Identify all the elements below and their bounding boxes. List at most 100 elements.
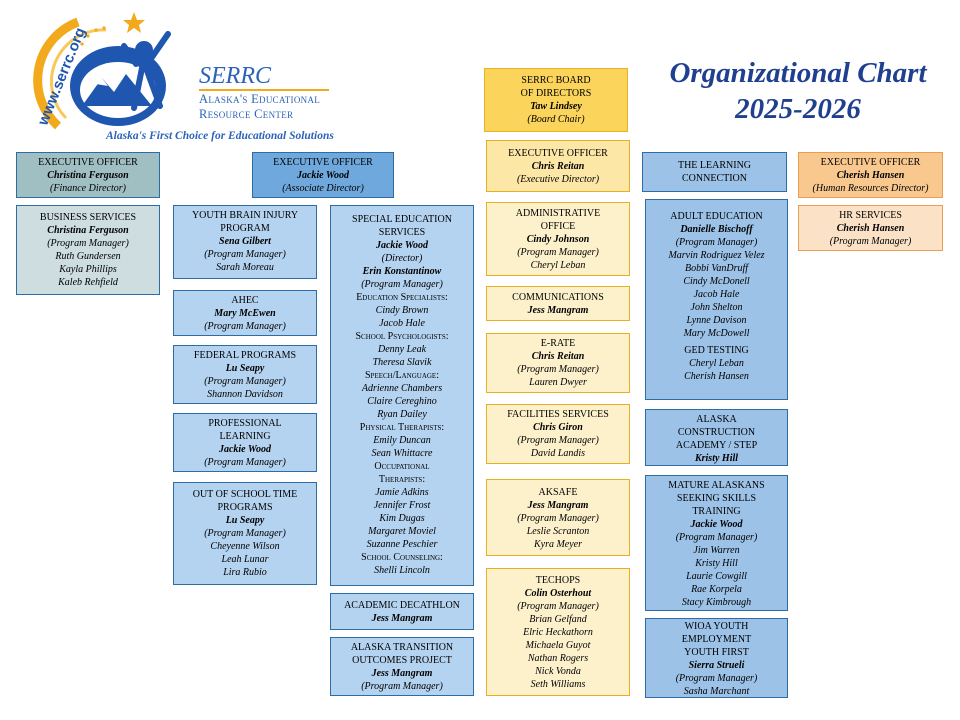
ahec-box: AHEC Mary McEwen (Program Manager) (173, 290, 317, 336)
member-name: Kristy Hill (695, 558, 738, 569)
member-name: Emily Duncan (373, 435, 431, 446)
member-name: Bobbi VanDruff (684, 263, 749, 274)
box-title: ADMINISTRATIVE (515, 208, 601, 219)
person-role: (Program Manager) (204, 376, 286, 387)
member-name: Cherish Hansen (684, 371, 749, 382)
box-title: SEEKING SKILLS (676, 493, 757, 504)
section-heading: Speech/Language: (364, 370, 439, 381)
box-title: AHEC (231, 295, 259, 306)
person-role: (Director) (381, 253, 423, 264)
exec-main-box: EXECUTIVE OFFICER Chris Reitan (Executiv… (486, 140, 630, 192)
e-rate-box: E-RATE Chris Reitan (Program Manager) La… (486, 333, 630, 393)
section-heading: School Psychologists: (355, 331, 449, 342)
member-name: Leslie Scranton (526, 526, 590, 537)
member-name: Lira Rubio (223, 567, 267, 578)
person-role: (Associate Director) (282, 183, 364, 194)
alaska-transition-box: ALASKA TRANSITION OUTCOMES PROJECT Jess … (330, 637, 474, 696)
person-name: Christina Ferguson (47, 225, 129, 236)
person-name: Jackie Wood (690, 519, 743, 530)
person-name: Cherish Hansen (836, 170, 905, 181)
box-title: FACILITIES SERVICES (507, 409, 609, 420)
logo-divider (199, 89, 329, 91)
box-title: SERRC BOARD (521, 75, 591, 86)
member-name: Suzanne Peschier (366, 539, 438, 550)
person-role: (Program Manager) (829, 236, 912, 247)
box-title: WIOA YOUTH (684, 621, 749, 632)
serrc-logo: www.serrc.org SERRC Alaska's Educational… (18, 8, 338, 142)
person-role: (Program Manager) (517, 513, 599, 524)
techops-box: TECHOPS Colin Osterhout (Program Manager… (486, 568, 630, 696)
professional-learning-box: PROFESSIONAL LEARNING Jackie Wood (Progr… (173, 413, 317, 472)
box-subtitle: GED TESTING (684, 345, 749, 356)
member-name: Nathan Rogers (527, 653, 589, 664)
person-role: (Board Chair) (527, 114, 585, 125)
logo-emblem-icon (33, 12, 171, 130)
person-name: Christina Ferguson (47, 170, 129, 181)
member-name: Stacy Kimbrough (681, 597, 752, 608)
member-name: Jamie Adkins (375, 487, 429, 498)
member-name: Cindy Brown (375, 305, 429, 316)
member-name: Sean Whittacre (371, 448, 433, 459)
member-name: Theresa Slavik (372, 357, 432, 368)
person-role: (Program Manager) (517, 435, 599, 446)
title-line-2: 2025-2026 (735, 93, 861, 125)
member-name: Margaret Moviel (368, 526, 436, 537)
youth-brain-injury-box: YOUTH BRAIN INJURY PROGRAM Sena Gilbert … (173, 205, 317, 279)
box-title: ACADEMIC DECATHLON (344, 600, 460, 611)
section-heading: Physical Therapists: (359, 422, 445, 433)
member-name: Lynne Davison (686, 315, 747, 326)
box-title: EXECUTIVE OFFICER (820, 157, 921, 168)
member-name: Lauren Dwyer (529, 377, 587, 388)
facilities-services-box: FACILITIES SERVICES Chris Giron (Program… (486, 404, 630, 464)
box-title: ALASKA (696, 414, 737, 425)
person-role: (Program Manager) (204, 321, 286, 332)
person-role: (Executive Director) (516, 174, 600, 185)
member-name: Laurie Cowgill (686, 571, 747, 582)
box-title: EXECUTIVE OFFICER (508, 148, 608, 159)
person-name: Jackie Wood (296, 170, 350, 181)
box-title: ACADEMY / STEP (675, 440, 758, 451)
member-name: Kyra Meyer (533, 539, 583, 550)
person-name: Erin Konstantinow (362, 266, 442, 277)
academic-decathlon-box: ACADEMIC DECATHLON Jess Mangram (330, 593, 474, 630)
box-title: HR SERVICES (839, 210, 902, 221)
administrative-office-box: ADMINISTRATIVE OFFICE Cindy Johnson (Pro… (486, 202, 630, 276)
member-name: Claire Cereghino (367, 396, 437, 407)
section-heading: Therapists: (378, 474, 426, 485)
person-name: Jess Mangram (527, 500, 589, 511)
box-title: YOUTH FIRST (684, 647, 749, 658)
mature-alaskans-box: MATURE ALASKANS SEEKING SKILLS TRAINING … (645, 475, 788, 611)
member-name: Ruth Gundersen (55, 251, 121, 262)
member-name: Michaela Guyot (525, 640, 591, 651)
box-title: E-RATE (540, 338, 576, 349)
special-education-box: SPECIAL EDUCATION SERVICES Jackie Wood (… (330, 205, 474, 586)
member-name: Brian Gelfand (529, 614, 587, 625)
communications-box: COMMUNICATIONS Jess Mangram (486, 286, 630, 321)
member-name: Kim Dugas (379, 513, 425, 524)
box-title: CONSTRUCTION (677, 427, 756, 438)
person-name: Sena Gilbert (219, 236, 271, 247)
box-title: SPECIAL EDUCATION (352, 214, 452, 225)
exec-hr-box: EXECUTIVE OFFICER Cherish Hansen (Human … (798, 152, 943, 198)
person-name: Cindy Johnson (526, 234, 590, 245)
person-name: Jackie Wood (218, 444, 272, 455)
person-role: (Program Manager) (361, 681, 443, 692)
person-name: Lu Seapy (225, 363, 265, 374)
person-name: Chris Reitan (531, 351, 585, 362)
box-title: AKSAFE (538, 487, 578, 498)
person-role: (Human Resources Director) (812, 183, 929, 194)
box-title: COMMUNICATIONS (512, 292, 604, 303)
person-name: Lu Seapy (225, 515, 265, 526)
member-name: Cheryl Leban (689, 358, 744, 369)
person-name: Kristy Hill (694, 453, 739, 464)
federal-programs-box: FEDERAL PROGRAMS Lu Seapy (Program Manag… (173, 345, 317, 404)
member-name: Cindy McDonell (683, 276, 750, 287)
person-name: Sierra Strueli (688, 660, 745, 671)
box-title: MATURE ALASKANS (668, 480, 765, 491)
box-title: OFFICE (540, 221, 576, 232)
exec-associate-box: EXECUTIVE OFFICER Jackie Wood (Associate… (252, 152, 394, 198)
person-name: Danielle Bischoff (680, 224, 753, 235)
box-title: ALASKA TRANSITION (350, 642, 454, 653)
person-role: (Program Manager) (517, 601, 599, 612)
page-title: Organizational Chart 2025-2026 (648, 55, 948, 127)
